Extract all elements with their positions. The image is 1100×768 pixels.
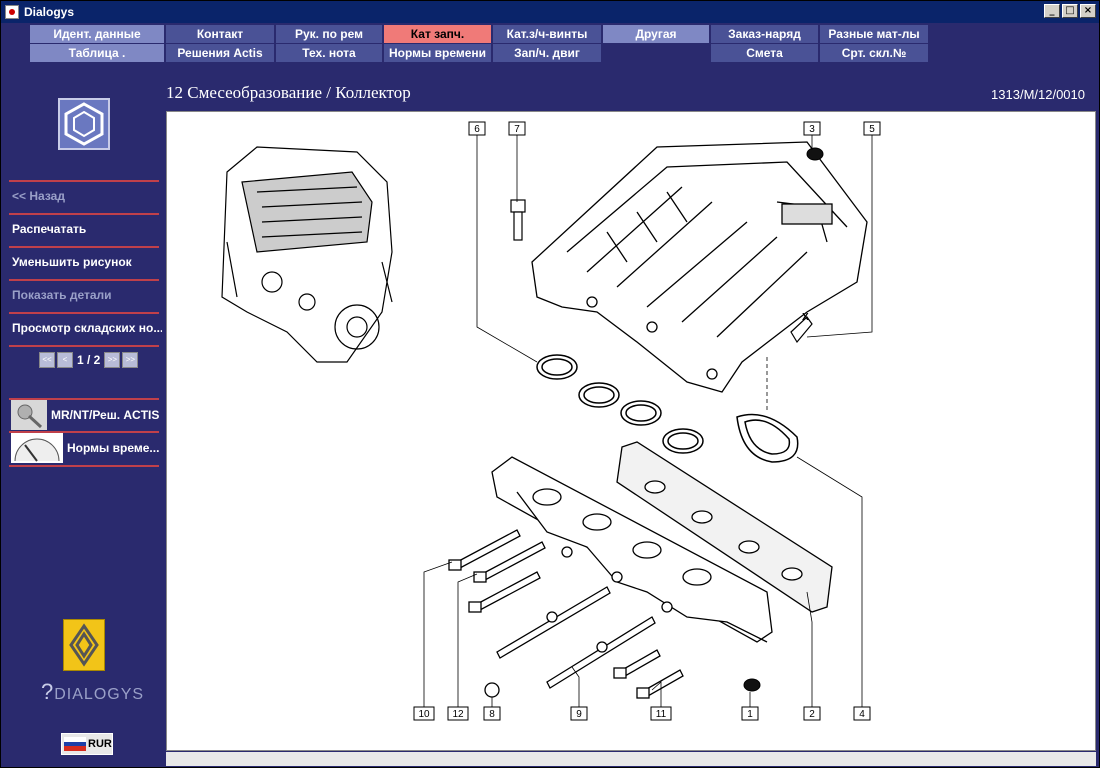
callout-12: 12	[452, 709, 464, 720]
tab-time-norms[interactable]: Нормы времени	[384, 44, 491, 62]
russian-flag-icon	[64, 737, 86, 751]
sidebar: << Назад Распечатать Уменьшить рисунок П…	[1, 65, 165, 767]
callouts: 6 7 3 5 10 12 8 9 11 1 2 4 X	[413, 121, 881, 721]
intake-gaskets[interactable]	[536, 354, 799, 463]
tab-screws-catalog[interactable]: Кат.з/ч-винты	[493, 25, 601, 43]
hex-nut-logo-icon	[58, 98, 110, 150]
exhaust-manifold[interactable]	[491, 456, 773, 643]
clip-3[interactable]	[806, 147, 824, 161]
separator	[9, 312, 159, 314]
title-bar: Dialogys _ □ ×	[1, 1, 1099, 23]
separator	[9, 213, 159, 215]
minimize-button[interactable]: _	[1044, 4, 1060, 18]
tab-warehouse-no[interactable]: Срт. скл.№	[820, 44, 928, 62]
tab-table[interactable]: Таблица .	[30, 44, 164, 62]
tab-actis-solutions[interactable]: Решения Actis	[166, 44, 274, 62]
separator	[9, 465, 159, 467]
exploded-view-svg: 6 7 3 5 10 12 8 9 11 1 2 4 X	[221, 121, 881, 721]
callout-11: 11	[656, 709, 667, 720]
separator	[9, 246, 159, 248]
shrink-image-link[interactable]: Уменьшить рисунок	[12, 255, 132, 269]
separator	[9, 279, 159, 281]
renault-logo-icon	[63, 619, 105, 671]
callout-5: 5	[869, 124, 875, 135]
callout-9: 9	[576, 709, 582, 720]
callout-x: X	[802, 312, 809, 323]
window-controls: _ □ ×	[1044, 4, 1096, 18]
callout-7: 7	[514, 124, 520, 135]
currency-label: RUR	[88, 738, 112, 750]
engine-thumbnail[interactable]	[221, 146, 393, 363]
callout-10: 10	[418, 709, 430, 720]
separator	[9, 398, 159, 400]
separator	[9, 431, 159, 433]
page-indicator: 1 / 2	[77, 353, 101, 367]
maximize-button[interactable]: □	[1062, 4, 1078, 18]
reference-number: 1313/M/12/0010	[991, 87, 1085, 102]
print-link[interactable]: Распечатать	[12, 222, 87, 236]
last-page-button[interactable]: >>	[122, 352, 139, 368]
page-title: 12 Смесеобразование / Коллектор	[166, 83, 411, 102]
tab-ident-data[interactable]: Идент. данные	[30, 25, 164, 43]
callout-6: 6	[474, 124, 480, 135]
time-norms-tool[interactable]: Нормы време...	[11, 433, 159, 463]
question-mark-icon: ?	[41, 679, 55, 704]
leader-lines	[423, 134, 873, 709]
app-icon	[5, 5, 19, 19]
dialogys-logo: ?DIALOGYS	[41, 679, 145, 704]
next-page-button[interactable]: >>	[104, 352, 121, 368]
first-page-button[interactable]: <<	[39, 352, 55, 368]
parts-diagram: 6 7 3 5 10 12 8 9 11 1 2 4 X	[166, 111, 1096, 751]
bolt-7[interactable]	[510, 199, 526, 241]
wrench-tool-icon	[11, 400, 47, 430]
tab-contact[interactable]: Контакт	[166, 25, 274, 43]
warehouse-numbers-link[interactable]: Просмотр складских но...	[12, 321, 162, 335]
separator	[9, 345, 159, 347]
intake-manifold[interactable]	[531, 141, 868, 393]
prev-page-button[interactable]: <	[57, 352, 73, 368]
actis-label: MR/NT/Реш. ACTIS	[51, 408, 160, 422]
tab-estimate[interactable]: Смета	[711, 44, 818, 62]
tab-tech-note[interactable]: Тех. нота	[276, 44, 382, 62]
language-selector[interactable]: RUR	[61, 733, 113, 755]
tab-repair-manual[interactable]: Рук. по рем	[276, 25, 382, 43]
time-norms-label: Нормы време...	[67, 441, 160, 455]
show-details-link[interactable]: Показать детали	[12, 288, 112, 302]
clip-1[interactable]	[743, 678, 761, 692]
stopwatch-icon	[11, 433, 63, 463]
pager: << < 1 / 2 >> >>	[39, 352, 139, 368]
main-menu: Идент. данные Контакт Рук. по рем Кат за…	[1, 24, 1099, 64]
tab-misc-materials[interactable]: Разные мат-лы	[820, 25, 928, 43]
back-link[interactable]: << Назад	[12, 189, 65, 203]
tab-work-order[interactable]: Заказ-наряд	[711, 25, 818, 43]
tab-other[interactable]: Другая	[603, 25, 709, 43]
status-strip	[166, 752, 1096, 766]
callout-2: 2	[809, 709, 815, 720]
window-title: Dialogys	[24, 5, 75, 19]
actis-tool[interactable]: MR/NT/Реш. ACTIS	[11, 400, 159, 430]
separator	[9, 180, 159, 182]
callout-1: 1	[747, 709, 753, 720]
stud-5[interactable]	[790, 316, 813, 344]
callout-4: 4	[859, 709, 865, 720]
tab-engine-parts[interactable]: Зап/ч. двиг	[493, 44, 601, 62]
close-button[interactable]: ×	[1080, 4, 1096, 18]
tab-parts-catalog[interactable]: Кат запч.	[384, 25, 491, 43]
callout-3: 3	[809, 124, 815, 135]
exhaust-gasket[interactable]	[616, 441, 833, 613]
callout-8: 8	[489, 709, 495, 720]
